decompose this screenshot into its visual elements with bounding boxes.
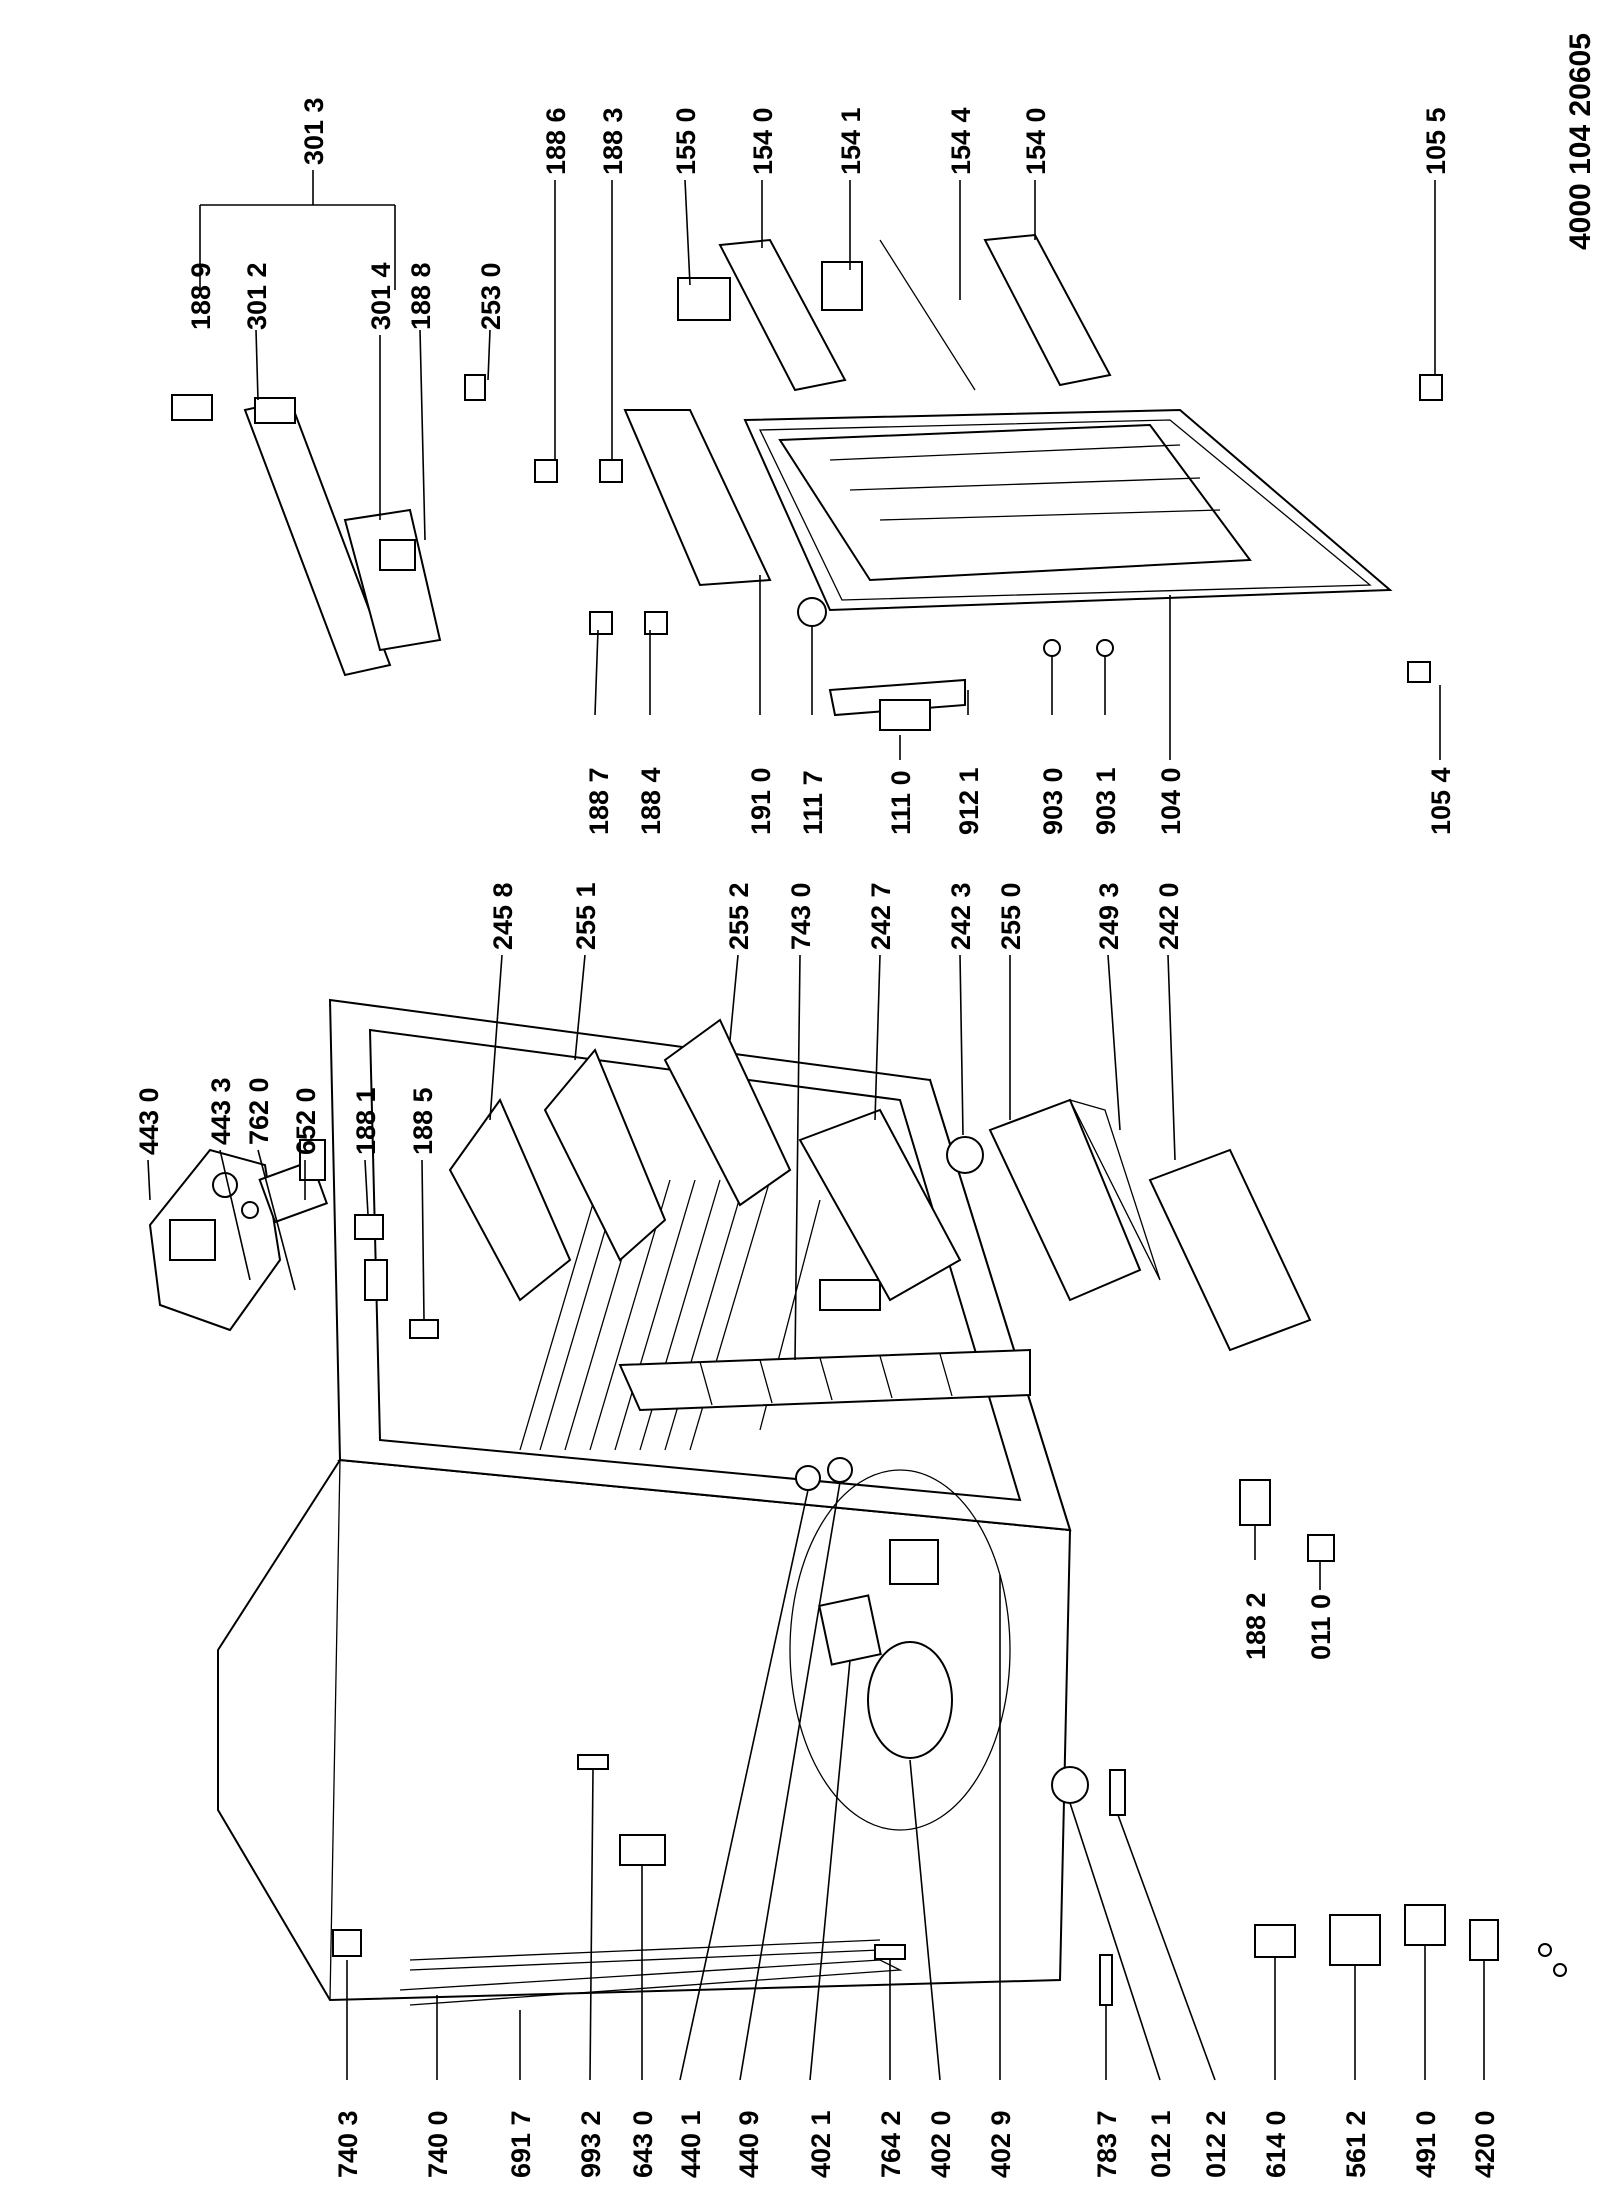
label-614-0: 614 0 [1261,2110,1291,2178]
label-652-0: 652 0 [291,1087,321,1155]
label-762-0: 762 0 [244,1077,274,1145]
label-188-2: 188 2 [1241,1592,1271,1660]
labels-center: 443 0 443 3 762 0 652 0 188 1 188 5 245 … [134,882,1184,1155]
label-561-2: 561 2 [1341,2110,1371,2178]
label-402-9: 402 9 [986,2110,1016,2178]
label-691-7: 691 7 [506,2110,536,2178]
label-764-2: 764 2 [876,2110,906,2178]
shelves-drawers [448,1018,1312,1412]
hinge-parts [797,374,1443,731]
label-440-9: 440 9 [734,2110,764,2178]
compressor-group [789,1457,1011,1831]
label-011-0: 011 0 [1306,1594,1336,1660]
label-154-0-a: 154 0 [748,107,778,175]
document-number: 4000 104 20605 [1564,33,1597,250]
label-301-2: 301 2 [242,262,272,330]
label-643-0: 643 0 [628,2110,658,2178]
label-301-4: 301 4 [366,262,396,330]
label-255-1: 255 1 [571,882,601,950]
label-301-3: 301 3 [299,97,329,165]
label-242-3: 242 3 [946,882,976,950]
label-491-0: 491 0 [1411,2110,1441,2178]
label-255-0: 255 0 [996,882,1026,950]
label-740-0: 740 0 [423,2110,453,2178]
label-105-5: 105 5 [1421,107,1451,175]
label-154-0-b: 154 0 [1021,107,1051,175]
label-783-7: 783 7 [1092,2110,1122,2178]
label-743-0: 743 0 [786,882,816,950]
label-740-3: 740 3 [333,2110,363,2178]
label-012-2: 012 2 [1201,2110,1231,2178]
label-903-0: 903 0 [1038,767,1068,835]
label-440-1: 440 1 [676,2110,706,2178]
label-242-0: 242 0 [1154,882,1184,950]
top-panel [171,374,668,677]
label-255-2: 255 2 [724,882,754,950]
label-245-8: 245 8 [488,882,518,950]
label-111-7: 111 7 [798,770,828,835]
label-104-0: 104 0 [1156,767,1186,835]
door-bins [677,233,1112,392]
label-154-4: 154 4 [946,107,976,175]
label-111-0: 111 0 [886,770,916,835]
label-249-3: 249 3 [1094,882,1124,950]
label-912-1: 912 1 [954,767,984,835]
label-154-1: 154 1 [836,107,866,175]
label-242-7: 242 7 [866,882,896,950]
label-188-7: 188 7 [584,767,614,835]
label-012-1: 012 1 [1146,2110,1176,2178]
label-188-1: 188 1 [351,1087,381,1155]
label-443-0: 443 0 [134,1087,164,1155]
bottom-parts [332,1479,1567,2006]
label-188-3: 188 3 [598,107,628,175]
label-903-1: 903 1 [1091,767,1121,835]
label-402-0: 402 0 [926,2110,956,2178]
label-188-5: 188 5 [408,1087,438,1155]
label-420-0: 420 0 [1470,2110,1500,2178]
label-253-0: 253 0 [476,262,506,330]
labels-middle: 188 7 188 4 191 0 111 7 111 0 912 1 903 … [584,767,1456,835]
label-105-4: 105 4 [1426,767,1456,835]
label-188-8: 188 8 [406,262,436,330]
label-191-0: 191 0 [746,767,776,835]
label-443-3: 443 3 [206,1077,236,1145]
labels-bottom: 740 3 740 0 691 7 993 2 643 0 440 1 440 … [333,2110,1500,2178]
label-188-6: 188 6 [541,107,571,175]
leader-lines [147,170,1485,2081]
label-188-9: 188 9 [186,262,216,330]
label-993-2: 993 2 [576,2110,606,2178]
door [623,408,1393,612]
label-402-1: 402 1 [806,2110,836,2178]
thermostat-group [148,1139,439,1339]
labels-bottom-right: 188 2 011 0 [1241,1592,1336,1660]
labels-top: 301 3 188 9 301 2 301 4 188 8 253 0 188 … [186,97,1451,330]
label-188-4: 188 4 [636,767,666,835]
label-155-0: 155 0 [671,107,701,175]
